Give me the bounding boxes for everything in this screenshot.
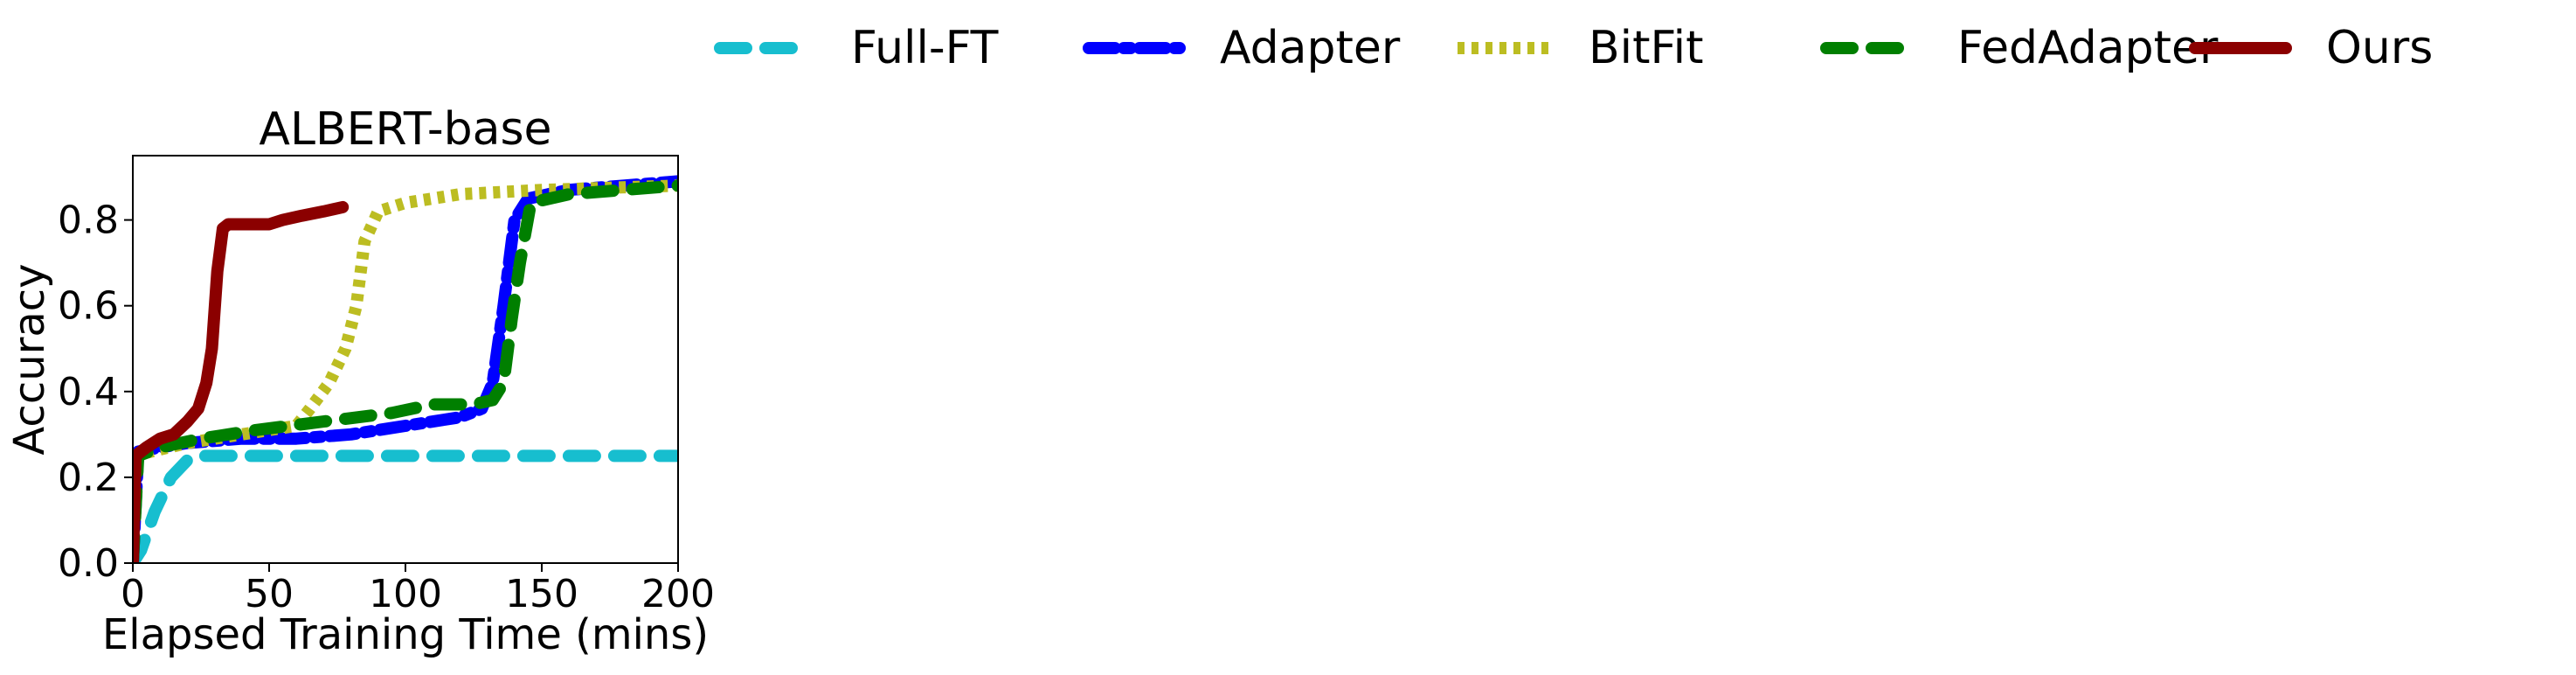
legend-item-fedadapter: FedAdapter <box>1820 22 2219 74</box>
series-line-ours <box>133 200 350 563</box>
x-tick-label: 150 <box>505 572 578 616</box>
series-layer <box>133 175 678 563</box>
x-axis-label: Elapsed Training Time (mins) <box>102 610 709 659</box>
y-axis: 0.0 0.2 0.4 0.6 0.8 <box>58 198 133 586</box>
x-tick-label: 50 <box>245 572 294 616</box>
y-tick-label: 0.2 <box>58 456 119 500</box>
chart-title: ALBERT-base <box>259 103 551 156</box>
legend-item-full-ft: Full-FT <box>714 22 999 74</box>
y-tick-label: 0.0 <box>58 541 119 586</box>
x-tick-label: 200 <box>641 572 715 616</box>
y-tick-label: 0.6 <box>58 284 119 329</box>
legend-label-fedadapter: FedAdapter <box>1957 22 2219 74</box>
legend-label-ours: Ours <box>2326 22 2433 74</box>
y-tick-label: 0.8 <box>58 198 119 243</box>
x-tick-label: 100 <box>369 572 442 616</box>
x-axis: 0 50 100 150 200 <box>121 563 715 616</box>
series-line-bitfit <box>133 179 678 463</box>
y-axis-label: Accuracy <box>5 263 54 455</box>
legend-label-adapter: Adapter <box>1220 22 1401 74</box>
series-line-full-ft <box>133 449 678 563</box>
legend-item-bitfit: BitFit <box>1458 22 1703 74</box>
legend-label-bitfit: BitFit <box>1589 22 1703 74</box>
series-line-fedadapter <box>133 179 678 563</box>
y-tick-label: 0.4 <box>58 370 119 414</box>
legend-item-adapter: Adapter <box>1083 22 1401 74</box>
series-line-adapter <box>133 175 678 563</box>
legend-label-full-ft: Full-FT <box>851 22 999 74</box>
legend-item-ours: Ours <box>2189 22 2433 74</box>
x-tick-label: 0 <box>121 572 145 616</box>
legend: Full-FT Adapter BitFit FedAdapter Ours <box>714 22 2433 74</box>
